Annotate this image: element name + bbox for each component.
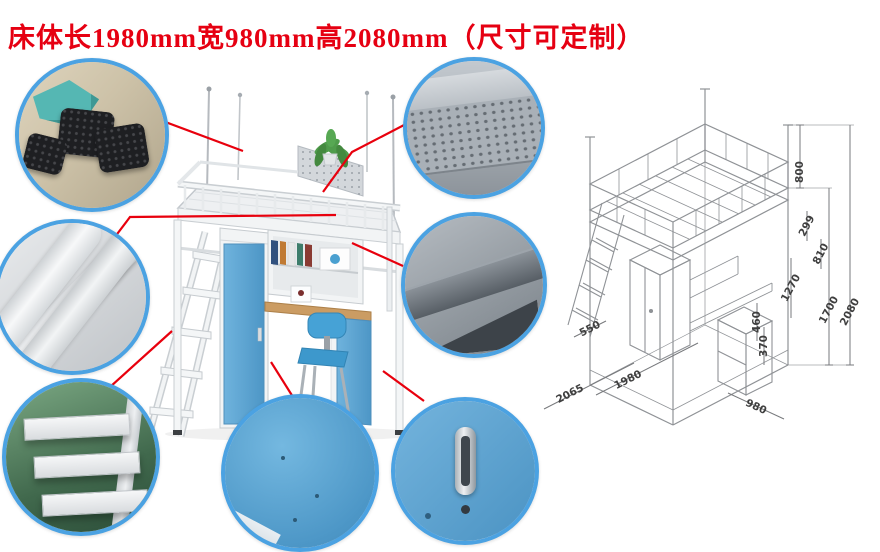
callout-perforated-panel — [403, 57, 545, 199]
screw-icon — [461, 505, 470, 514]
books — [271, 240, 312, 267]
ladder-step-icon — [23, 413, 131, 441]
wardrobe-handle — [257, 327, 262, 342]
product-poster: 800 299 810 1270 1700 2080 460 370 550 2… — [0, 23, 862, 552]
ladder-steps-photo — [6, 382, 156, 532]
panel-edge-icon — [225, 500, 281, 548]
shelf-wireframe — [689, 255, 773, 332]
cabinet-wireframe — [716, 306, 774, 396]
callout-ladder-steps — [2, 378, 160, 536]
callout-steel-tubes — [0, 219, 150, 375]
guardrail — [176, 160, 401, 230]
panel-surface-photo — [225, 398, 375, 548]
screw-icon — [425, 513, 431, 519]
callout-panel-surface — [221, 394, 379, 552]
screw-dot-icon — [293, 518, 297, 522]
wardrobe — [219, 227, 269, 429]
door-handle-photo — [395, 401, 535, 541]
callout-beam-bracket — [401, 212, 547, 358]
page-title: 床体长1980mm宽980mm高2080mm（尺寸可定制） — [8, 23, 645, 53]
foot-pads-photo — [19, 62, 165, 208]
rubber-pad-icon — [93, 122, 151, 174]
handle-slot-icon — [461, 436, 470, 486]
technical-drawing — [543, 88, 854, 426]
dimension-label: 800 — [794, 161, 806, 183]
ladder — [146, 231, 231, 437]
dimension-lines — [543, 124, 854, 420]
callout-door-handle — [391, 397, 539, 545]
wardrobe-wireframe — [628, 244, 692, 361]
dimension-label: 370 — [758, 335, 770, 357]
bed-wireframe — [585, 88, 793, 426]
bookshelf — [267, 229, 364, 305]
perforated-panel-photo — [407, 61, 541, 195]
beam-bracket-photo — [405, 216, 543, 354]
ladder-step-icon — [41, 489, 149, 517]
plant — [314, 129, 350, 168]
screw-dot-icon — [281, 456, 285, 460]
callout-foot-pads — [15, 58, 169, 212]
dimension-label: 460 — [751, 311, 763, 333]
steel-tubes-photo — [0, 223, 146, 371]
ladder-wireframe — [567, 202, 625, 338]
screw-dot-icon — [315, 494, 319, 498]
